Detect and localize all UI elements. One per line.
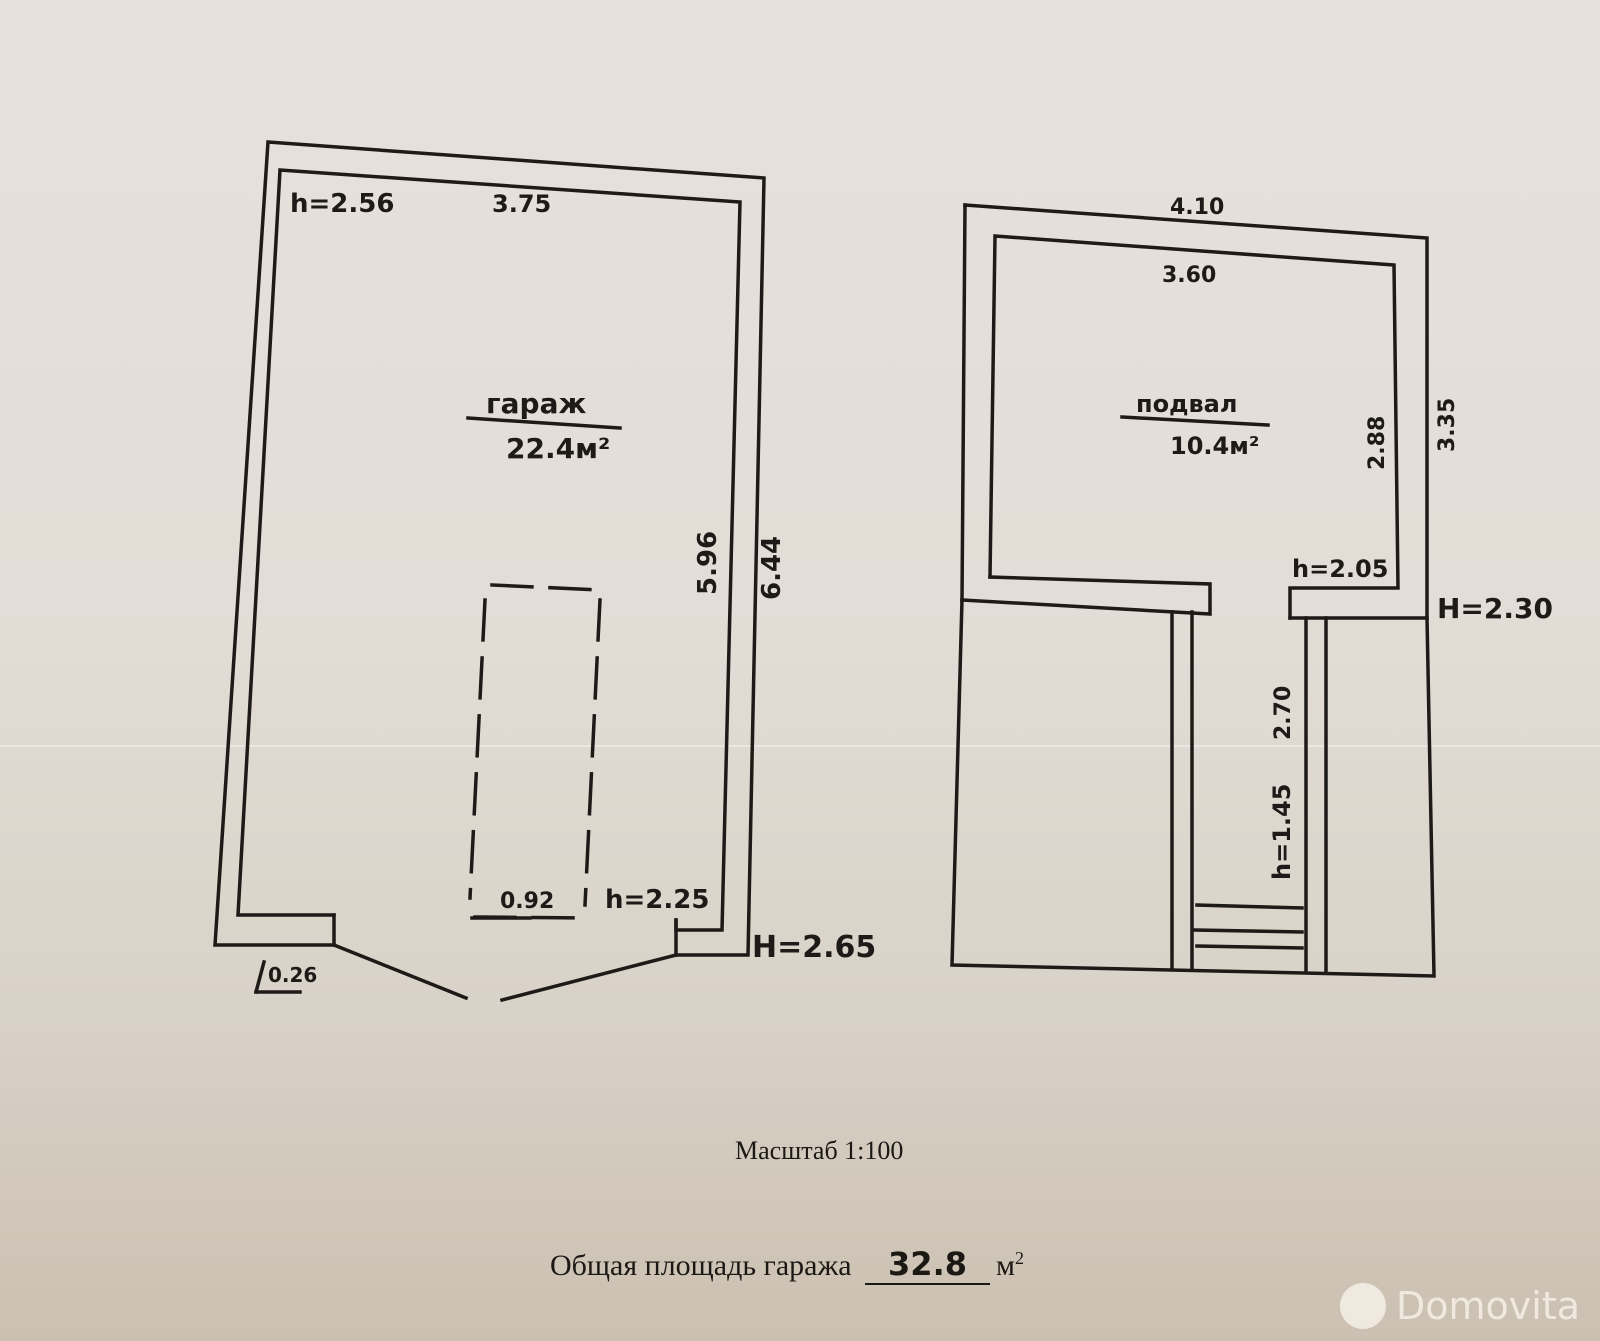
stair-step bbox=[1193, 928, 1304, 934]
garage-inner-wall bbox=[236, 168, 742, 932]
gate-left-leaf bbox=[331, 942, 469, 1001]
basement-inner-length: 2.88 bbox=[1365, 416, 1390, 470]
stair-step bbox=[1195, 903, 1304, 910]
scale-label: Масштаб 1:100 bbox=[735, 1136, 904, 1165]
garage-inner-height: h=2.56 bbox=[290, 189, 394, 219]
garage-area: 22.4м² bbox=[506, 432, 610, 465]
garage-room-name: гараж bbox=[486, 387, 586, 420]
domovita-logo-icon bbox=[1340, 1283, 1386, 1329]
basement-inner-wall bbox=[988, 234, 1400, 620]
inspection-pit bbox=[468, 583, 602, 920]
wall-thickness-label: 0.26 bbox=[268, 963, 317, 987]
total-area-label: Общая площадь гаража bbox=[550, 1249, 852, 1282]
squared-superscript: 2 bbox=[1015, 1248, 1024, 1268]
basement-room-name: подвал bbox=[1136, 390, 1237, 418]
basement-outer-wall bbox=[963, 203, 1429, 620]
total-area-unit: м bbox=[996, 1249, 1015, 1282]
basement-inner-height: h=2.05 bbox=[1292, 555, 1388, 583]
basement-lower-outline bbox=[950, 598, 1436, 978]
garage-outer-wall bbox=[213, 140, 766, 957]
stair-length-label: 2.70 bbox=[1271, 686, 1296, 740]
watermark-brand: Domovita bbox=[1396, 1284, 1581, 1328]
garage-width-label: 3.75 bbox=[492, 190, 551, 218]
stair-height-label: h=1.45 bbox=[1268, 784, 1296, 880]
pit-height-label: h=2.25 bbox=[605, 885, 709, 915]
gate-right-leaf bbox=[499, 952, 679, 1003]
basement-outer-height: H=2.30 bbox=[1437, 592, 1553, 625]
basement-area: 10.4м² bbox=[1170, 432, 1259, 460]
stair-step bbox=[1195, 944, 1304, 950]
basement-outer-width: 4.10 bbox=[1170, 195, 1224, 220]
paper-fold-line bbox=[0, 745, 1600, 747]
basement-inner-width: 3.60 bbox=[1162, 263, 1216, 288]
basement-outer-length: 3.35 bbox=[1435, 398, 1460, 452]
garage-outer-length: 6.44 bbox=[757, 536, 787, 600]
garage-inner-length: 5.96 bbox=[693, 531, 723, 595]
domovita-watermark: Domovita bbox=[1340, 1283, 1580, 1329]
total-area-value: 32.8 bbox=[865, 1245, 991, 1285]
pit-width-label: 0.92 bbox=[500, 889, 554, 914]
garage-outer-height: H=2.65 bbox=[752, 930, 876, 965]
